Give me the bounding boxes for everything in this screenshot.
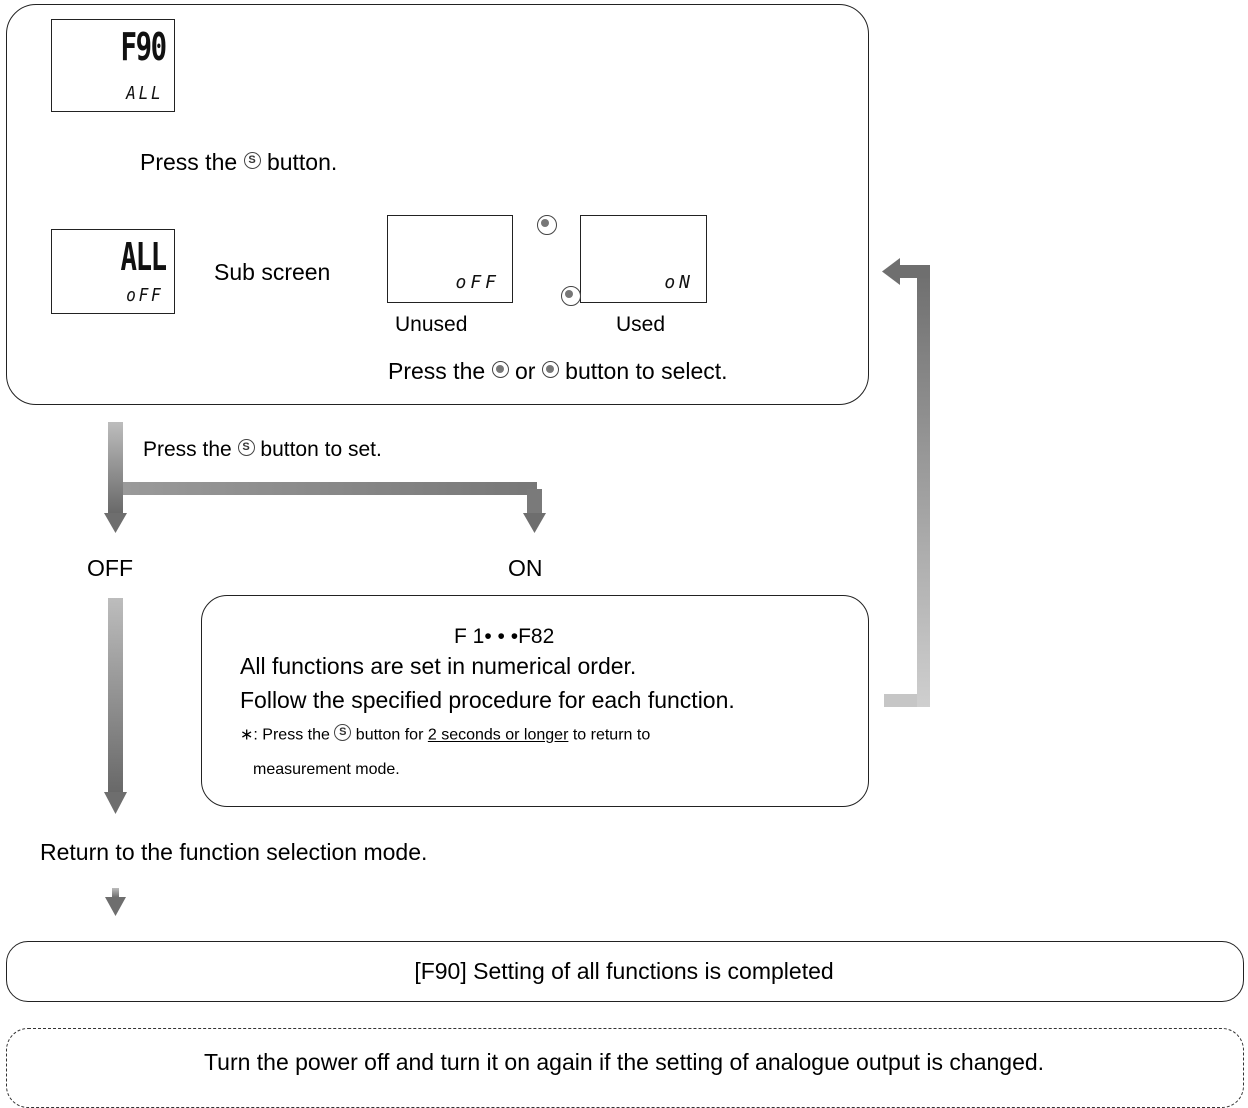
select-suffix: button to select. bbox=[565, 358, 728, 384]
function-range: F 1• • •F82 bbox=[454, 625, 555, 648]
note-middle: button for bbox=[355, 726, 424, 744]
completed-box bbox=[6, 941, 1244, 1002]
s-button-icon: S bbox=[243, 152, 261, 170]
on-line-2: Follow the specified procedure for each … bbox=[240, 687, 735, 713]
select-prefix: Press the bbox=[388, 358, 486, 384]
up-button-icon bbox=[491, 361, 509, 379]
instruction-prefix: Press the bbox=[140, 149, 238, 175]
select-or: or bbox=[514, 358, 536, 384]
up-button-icon bbox=[537, 215, 557, 235]
unused-label: Unused bbox=[395, 313, 468, 336]
off-branch-label: OFF bbox=[87, 555, 133, 581]
lcd-display-f90: F90 ALL bbox=[51, 19, 175, 112]
instruction-suffix: button. bbox=[266, 149, 338, 175]
s-button-icon: S bbox=[237, 438, 255, 456]
on-note: ∗: Press the S button for 2 seconds or l… bbox=[240, 724, 651, 744]
set-branch-arrow bbox=[104, 422, 546, 533]
power-note-text: Turn the power off and turn it on again … bbox=[203, 1049, 1045, 1075]
completed-text: [F90] Setting of all functions is comple… bbox=[414, 958, 834, 984]
note-suffix: to return to bbox=[572, 726, 651, 744]
lcd-display-all: ALL oFF bbox=[51, 229, 175, 314]
used-label: Used bbox=[616, 313, 666, 336]
note-prefix: ∗: Press the bbox=[240, 726, 330, 744]
press-s-instruction: Press the S button. bbox=[140, 151, 337, 174]
option-used-display: oN bbox=[580, 215, 707, 303]
down-arrow-icon bbox=[105, 888, 126, 916]
on-line-1: All functions are set in numerical order… bbox=[240, 653, 637, 679]
option-unused-display: oFF bbox=[387, 215, 513, 303]
return-loop-arrow bbox=[882, 258, 930, 707]
lcd-main-text: F90 bbox=[120, 25, 168, 69]
sub-screen-label: Sub screen bbox=[214, 259, 331, 285]
return-text: Return to the function selection mode. bbox=[40, 839, 428, 865]
set-suffix: button to set. bbox=[260, 438, 382, 461]
s-button-icon: S bbox=[334, 724, 352, 741]
lcd-sub-text: oFF bbox=[126, 285, 164, 306]
down-button-icon bbox=[541, 361, 559, 379]
lcd-on-text: oN bbox=[664, 272, 694, 293]
set-instruction: Press the S button to set. bbox=[143, 438, 382, 461]
down-button-icon bbox=[561, 286, 582, 306]
select-instruction: Press the or button to select. bbox=[388, 360, 728, 383]
lcd-off-text: oFF bbox=[455, 272, 500, 293]
note-underlined: 2 seconds or longer bbox=[427, 726, 569, 744]
lcd-main-text: ALL bbox=[120, 235, 168, 279]
on-branch-label: ON bbox=[508, 555, 543, 581]
set-prefix: Press the bbox=[143, 438, 232, 461]
lcd-sub-text: ALL bbox=[126, 83, 164, 104]
on-procedure-box bbox=[201, 595, 869, 807]
off-down-arrow bbox=[104, 598, 127, 814]
on-note-line-2: measurement mode. bbox=[253, 761, 400, 778]
